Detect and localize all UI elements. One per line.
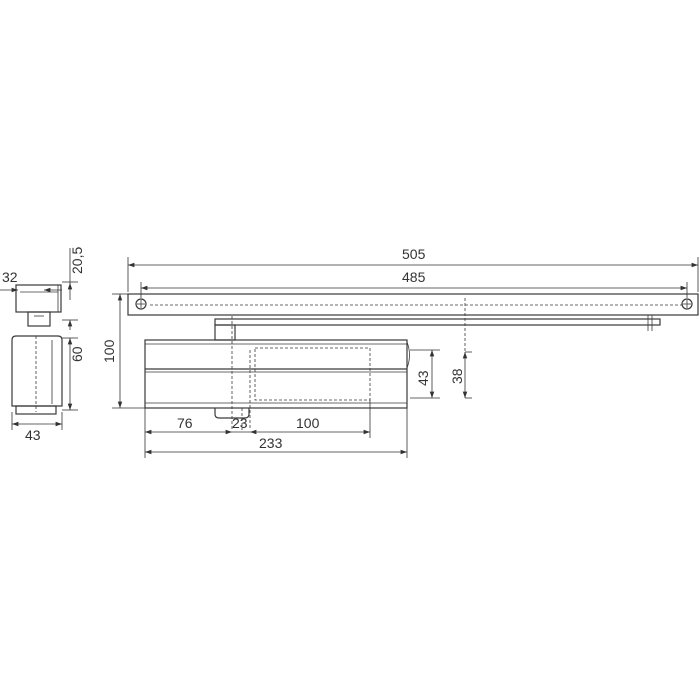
side-body bbox=[11, 335, 63, 407]
dim-body-height: 43 bbox=[415, 370, 431, 386]
dim-body-length: 233 bbox=[259, 435, 283, 451]
dim-body-inner: 100 bbox=[296, 415, 320, 431]
dim-overall-length: 505 bbox=[402, 246, 426, 262]
rail-screw-left bbox=[135, 298, 147, 310]
slide-rail bbox=[127, 293, 699, 316]
closer-body bbox=[144, 339, 408, 409]
dim-rail-to-axis: 38 bbox=[449, 368, 465, 384]
dim-overall-height: 100 bbox=[101, 339, 117, 363]
slide-arm bbox=[214, 318, 661, 326]
side-rail-cap bbox=[15, 284, 62, 313]
dim-rail-length: 485 bbox=[402, 269, 426, 285]
dim-arm-width: 23 bbox=[232, 415, 248, 431]
side-connector bbox=[27, 311, 51, 327]
rail-screw-right bbox=[681, 298, 693, 310]
dim-side-top-width: 32 bbox=[2, 269, 18, 285]
dim-side-top-height: 20,5 bbox=[69, 247, 85, 274]
dim-side-body-height: 60 bbox=[69, 346, 85, 362]
front-view: 505 485 100 43 38 76 23 100 233 bbox=[101, 246, 699, 458]
side-view: 20,5 32 60 43 bbox=[0, 247, 85, 443]
dim-side-body-width: 43 bbox=[25, 427, 41, 443]
dim-body-offset: 76 bbox=[177, 415, 193, 431]
